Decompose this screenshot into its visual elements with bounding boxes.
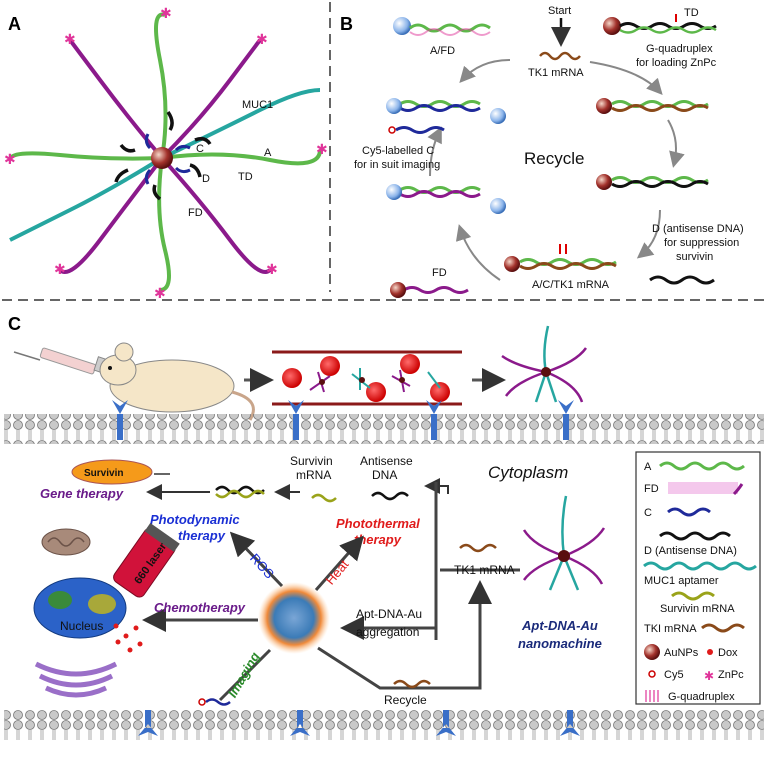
label-ptt-2: therapy (354, 532, 402, 547)
legend-cy5: Cy5 (664, 669, 684, 681)
laser-icon (113, 523, 180, 598)
svg-text:✱: ✱ (154, 285, 166, 301)
label-gq-2: for loading ZnPc (636, 57, 717, 69)
svg-text:✱: ✱ (54, 261, 66, 277)
syringe-icon (13, 347, 109, 375)
svg-text:✱: ✱ (316, 141, 328, 157)
golgi-icon (34, 661, 118, 698)
label-imaging: Imaging (225, 649, 263, 700)
svg-text:✱: ✱ (704, 669, 714, 683)
label-cy5-2: for in suit imaging (354, 159, 440, 171)
label-nanomachine-2: nanomachine (518, 636, 602, 651)
svg-text:✱: ✱ (64, 31, 76, 47)
label-d-1: D (antisense DNA) (652, 223, 744, 235)
label-tk1-mrna-start: TK1 mRNA (528, 67, 584, 79)
svg-text:✱: ✱ (256, 31, 268, 47)
svg-text:✱: ✱ (4, 151, 16, 167)
label-gq-1: G-quadruplex (646, 43, 713, 55)
label-a-fd: A/FD (430, 45, 455, 57)
legend-fd: FD (644, 483, 659, 495)
panel-c-mechanism: Survivin Gene therapy Survivin mRNA Anti… (4, 325, 764, 740)
panel-letter-b: B (340, 14, 353, 34)
label-c: C (196, 143, 204, 155)
panel-a-nanomachine: ✱ ✱ ✱ ✱ ✱ ✱ ✱ ✱ MUC1 C A TD D FD (4, 5, 328, 301)
label-fd: FD (188, 207, 203, 219)
label-start: Start (548, 5, 571, 17)
label-nucleus: Nucleus (60, 619, 103, 633)
nanomachine-top (501, 325, 588, 403)
survivin-badge: Survivin (71, 459, 153, 485)
mitochondrion-icon (41, 528, 91, 556)
label-d-3: survivin (676, 251, 713, 263)
nucleus-icon (33, 577, 127, 639)
label-nanomachine-1: Apt-DNA-Au (521, 618, 598, 633)
label-ptt-1: Photothermal (336, 516, 420, 531)
legend-survivin: Survivin mRNA (660, 603, 735, 615)
legend-znpc: ZnPc (718, 669, 744, 681)
svg-text:✱: ✱ (266, 261, 278, 277)
receptors (112, 400, 580, 736)
legend-d: D (Antisense DNA) (644, 545, 737, 557)
label-recycle-b: Recycle (524, 149, 584, 168)
label-apt-agg-1: Apt-DNA-Au (356, 607, 422, 621)
mouse-icon (99, 342, 255, 421)
label-apt-agg-2: aggregation (356, 625, 419, 639)
label-cytoplasm: Cytoplasm (488, 463, 568, 482)
label-muc1: MUC1 (242, 99, 273, 111)
label-survivin-mrna-1: Survivin (290, 454, 333, 468)
label-antisense-2: DNA (372, 468, 397, 482)
label-recycle-c: Recycle (384, 693, 427, 707)
apt-dna-au-aggregate (258, 582, 330, 654)
legend-muc1: MUC1 aptamer (644, 575, 719, 587)
legend: A FD C D (Antisense DNA) MUC1 aptamer Su… (635, 451, 761, 705)
legend-dox: Dox (718, 647, 738, 659)
legend-gq: G-quadruplex (668, 691, 735, 703)
label-pdt-2: therapy (178, 528, 226, 543)
label-heat: Heat (322, 557, 351, 588)
nanomachine-cytoplasm (522, 495, 606, 591)
label-survivin-mrna-2: mRNA (296, 468, 331, 482)
label-gene-therapy: Gene therapy (40, 486, 124, 501)
label-td: TD (238, 171, 253, 183)
label-d: D (202, 173, 210, 185)
label-td-b: TD (684, 7, 699, 19)
cell-membrane-bottom (4, 710, 764, 740)
legend-a: A (644, 461, 652, 473)
panel-letter-c: C (8, 314, 21, 334)
legend-tk1: TKI mRNA (644, 623, 697, 635)
svg-text:✱: ✱ (160, 5, 172, 21)
label-a-c-tk1: A/C/TK1 mRNA (532, 279, 610, 291)
cell-membrane-top (4, 414, 764, 444)
panel-b-recycle-scheme: Start TK1 mRNA A/FD TD G-quadruplex for … (354, 5, 744, 298)
label-chemotherapy: Chemotherapy (154, 600, 246, 615)
label-d-2: for suppression (664, 237, 739, 249)
label-pdt-1: Photodynamic (150, 512, 240, 527)
label-antisense-1: Antisense (360, 454, 413, 468)
blood-vessel (272, 350, 462, 406)
label-cy5-1: Cy5-labelled C (362, 145, 434, 157)
legend-c: C (644, 507, 652, 519)
svg-text:Survivin: Survivin (84, 468, 123, 479)
panel-letter-a: A (8, 14, 21, 34)
dox-dots (113, 623, 143, 653)
legend-aunps: AuNPs (664, 647, 699, 659)
label-a: A (264, 147, 272, 159)
label-fd-b: FD (432, 267, 447, 279)
label-tk1-mrna-c: TK1 mRNA (454, 563, 515, 577)
